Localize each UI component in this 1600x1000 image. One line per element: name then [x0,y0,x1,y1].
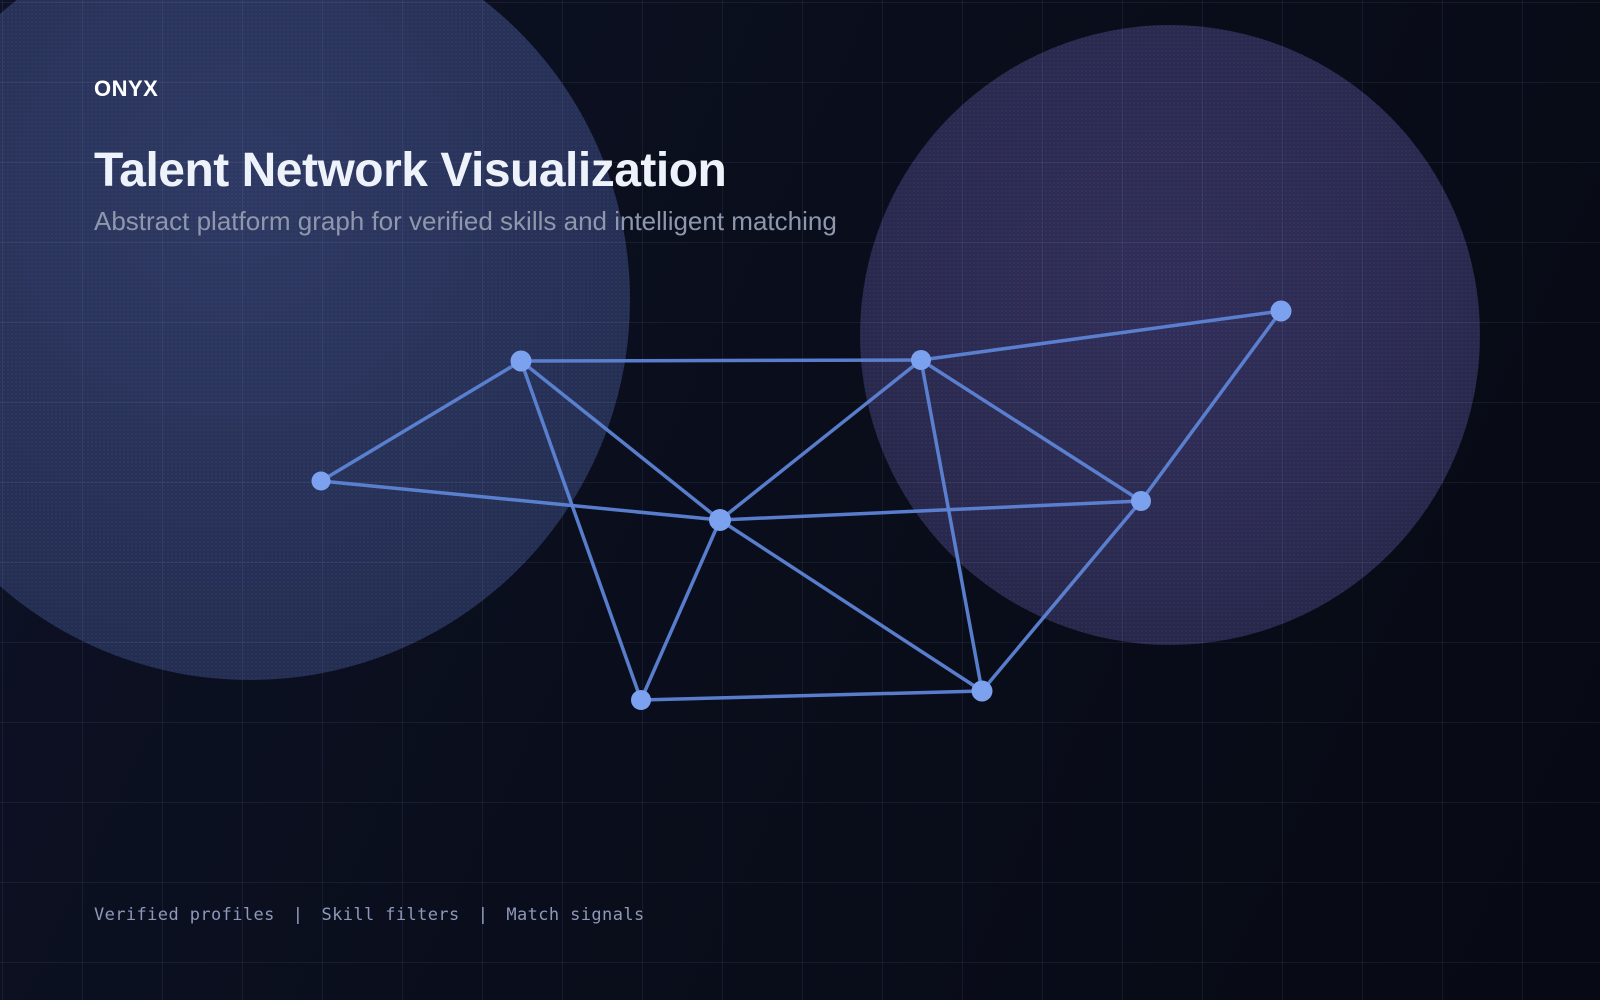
footer-legend: Verified profiles | Skill filters | Match si… [94,905,645,925]
footer-item-verified-profiles: Verified profiles [94,905,275,925]
graph-edges [319,309,1283,702]
footer-separator: | [477,905,489,925]
graph-node-A[interactable] [510,350,532,372]
graph-edge-E-H [919,309,1283,362]
graph-nodes [311,300,1292,710]
graph-edge-A-C [519,359,722,522]
graph-edge-A-D [519,359,643,702]
page-title: Talent Network Visualization [94,144,727,197]
footer-item-skill-filters: Skill filters [321,905,460,925]
graph-node-B[interactable] [311,471,331,491]
page-subtitle: Abstract platform graph for verified ski… [94,206,837,237]
graph-node-F[interactable] [1131,491,1151,511]
graph-edge-E-G [919,358,984,693]
footer-item-match-signals: Match signals [506,905,645,925]
graph-edge-C-G [718,518,984,693]
brand-logo: ONYX [94,76,159,101]
graph-node-C[interactable] [709,509,731,531]
graph-edge-F-G [980,499,1143,693]
graph-edge-C-D [639,518,722,702]
graph-edge-B-C [319,479,722,522]
graph-edge-D-G [639,689,984,702]
header: ONYX Talent Network Visualization Abstra… [94,76,837,237]
graph-edge-A-B [319,359,523,483]
graph-node-E[interactable] [911,350,931,370]
graph-node-G[interactable] [971,680,993,702]
graph-edge-E-F [919,358,1143,503]
graph-node-D[interactable] [631,690,651,710]
background-blob-right [860,25,1480,645]
graph-edge-F-H [1139,309,1283,503]
graph-edge-A-E [519,358,923,363]
graph-edge-C-F [718,499,1143,522]
footer-separator: | [292,905,304,925]
graph-node-H[interactable] [1270,300,1292,322]
graph-edge-C-E [718,358,923,522]
